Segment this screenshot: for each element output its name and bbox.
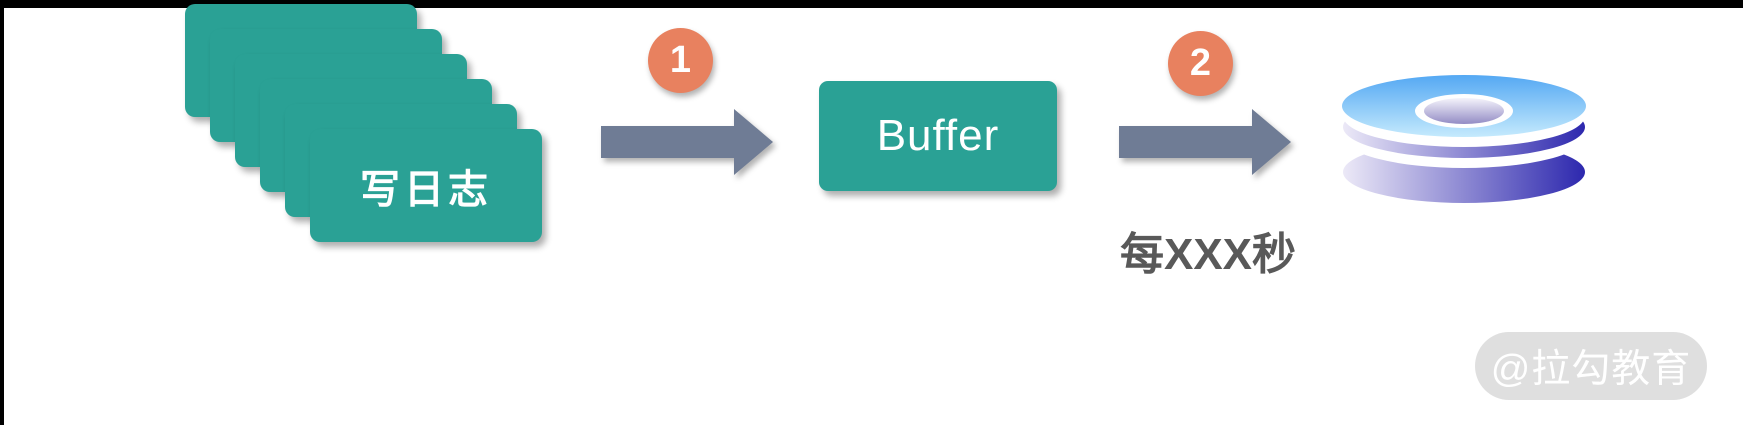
log-card: 写日志 [310, 129, 542, 242]
arrow-right-icon [601, 109, 773, 175]
interval-caption: 每XXX秒 [1119, 230, 1297, 279]
arrow-right-icon [1119, 109, 1291, 175]
log-card-stack: 写日志 [185, 4, 545, 244]
step-1-badge: 1 [648, 28, 713, 93]
buffer-label: Buffer [876, 111, 1000, 160]
buffer-node: Buffer [819, 81, 1057, 191]
top-black-bar [0, 0, 1743, 8]
disk-icon [1342, 75, 1586, 203]
log-card-label: 写日志 [360, 167, 492, 212]
watermark-badge: @拉勾教育 [1475, 332, 1707, 400]
watermark-text: @拉勾教育 [1490, 348, 1692, 391]
step-2-badge: 2 [1168, 31, 1233, 96]
left-black-bar [0, 0, 4, 425]
